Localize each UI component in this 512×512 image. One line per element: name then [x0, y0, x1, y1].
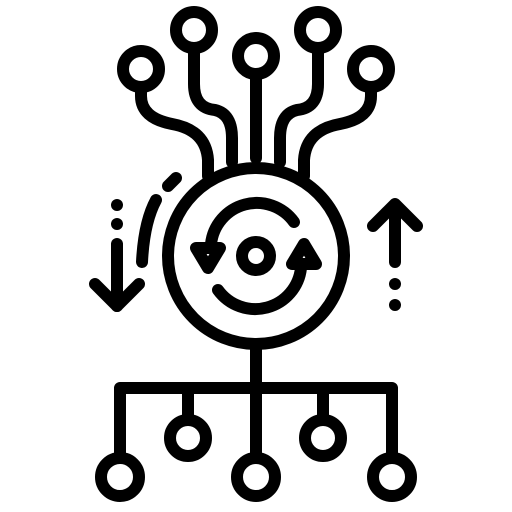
sync-arrowhead-left	[190, 242, 226, 274]
sync-arc-bottom	[212, 262, 307, 316]
input-line-far-left	[135, 86, 214, 182]
input-node-left	[170, 6, 218, 54]
output-node-center	[231, 452, 281, 502]
input-node-far-right	[347, 45, 395, 93]
left-flow-indicator	[89, 172, 182, 312]
sync-icon	[190, 196, 322, 316]
output-bus	[114, 382, 398, 460]
bottom-output-tree	[95, 338, 417, 502]
output-node-inner-right	[299, 414, 347, 462]
dashed-arc-segment-1	[162, 172, 182, 192]
up-arrow-head	[367, 198, 423, 232]
right-dot-1	[389, 278, 401, 290]
input-node-far-left	[117, 45, 165, 93]
output-node-inner-left	[164, 414, 212, 462]
processor-core	[236, 236, 276, 276]
right-flow-indicator	[367, 198, 423, 311]
output-node-outer-right	[367, 452, 417, 502]
output-node-outer-left	[95, 452, 145, 502]
sync-arc-top	[205, 196, 300, 250]
input-line-right	[274, 46, 324, 168]
input-line-left	[188, 46, 238, 168]
right-dot-2	[389, 299, 401, 311]
input-line-far-right	[298, 86, 377, 182]
input-node-right	[294, 6, 342, 54]
input-node-center	[232, 32, 280, 80]
left-dot-1	[111, 199, 123, 211]
top-input-branches	[117, 6, 395, 182]
sync-arrowhead-right	[286, 238, 322, 270]
left-dot-2	[111, 218, 123, 230]
down-arrow-head	[89, 278, 145, 312]
dashed-arc-segment-2	[136, 194, 162, 268]
